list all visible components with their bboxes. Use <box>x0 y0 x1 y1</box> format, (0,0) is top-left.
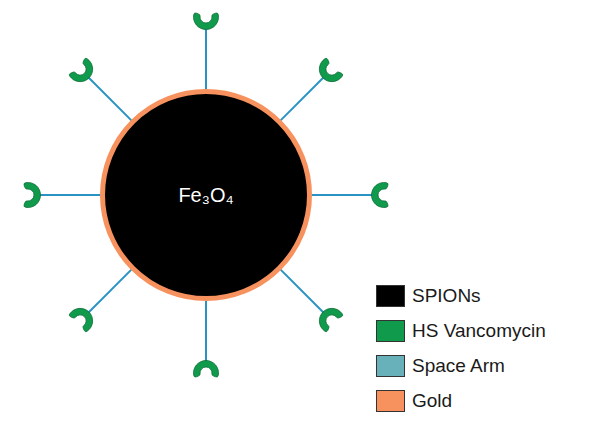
legend-label: SPIONs <box>412 285 481 307</box>
space-arm <box>36 194 104 196</box>
legend-label: Gold <box>412 390 452 412</box>
legend-entry: Space Arm <box>376 353 505 379</box>
legend-swatch <box>376 285 405 307</box>
legend-label: Space Arm <box>412 355 505 377</box>
legend-swatch <box>376 390 405 412</box>
legend-swatch <box>376 355 405 377</box>
vancomycin-cap <box>372 183 388 208</box>
space-arm <box>86 267 134 315</box>
core-label: Fe₃O₄ <box>178 184 233 207</box>
vancomycin-cap <box>69 58 92 81</box>
vancomycin-cap <box>69 308 92 331</box>
legend-swatch <box>376 320 405 342</box>
vancomycin-cap <box>319 308 342 331</box>
spion-core: Fe₃O₄ <box>100 89 312 301</box>
space-arm <box>278 267 326 315</box>
space-arm <box>308 194 376 196</box>
legend-entry: Gold <box>376 388 452 414</box>
space-arm <box>205 25 207 93</box>
vancomycin-cap <box>319 58 342 81</box>
vancomycin-cap <box>194 361 219 377</box>
legend-label: HS Vancomycin <box>412 320 546 342</box>
space-arm <box>86 75 134 123</box>
space-arm <box>205 297 207 365</box>
space-arm <box>278 75 326 123</box>
legend-entry: HS Vancomycin <box>376 318 546 344</box>
legend-entry: SPIONs <box>376 283 481 309</box>
vancomycin-cap <box>194 13 219 29</box>
vancomycin-cap <box>24 183 40 208</box>
